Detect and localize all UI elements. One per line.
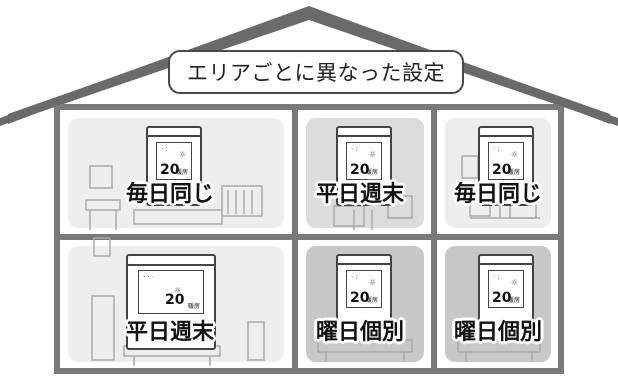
temperature-value: 20: [350, 290, 370, 306]
sun-icon: ☼: [510, 278, 518, 287]
room-label-upper-center: 平日週末: [316, 182, 405, 207]
mode-text: 暖房: [507, 297, 520, 304]
mode-text: 暖房: [365, 297, 378, 304]
temperature-value: 20: [492, 162, 512, 178]
wall-divider-2: [431, 110, 437, 368]
sun-icon: ☼: [173, 286, 181, 295]
mode-text: 暖房: [187, 303, 200, 310]
temperature-value: 20: [165, 292, 185, 308]
thermostat-screen: · : ☼ 20 暖房: [488, 270, 524, 308]
sun-icon: ☼: [368, 150, 376, 159]
thermostat-device: · : ☼ 20 暖房: [336, 126, 392, 206]
thermostat-screen: · : ☼ 20 暖房: [346, 270, 382, 308]
thermostat-device: · : ☼ 20 暖房: [146, 126, 202, 206]
thermostat-device: · : ☼ 20 暖房: [336, 254, 392, 334]
mode-text: 暖房: [507, 169, 520, 176]
title-banner: エリアごとに異なった設定: [168, 50, 464, 94]
sun-icon: ☼: [368, 278, 376, 287]
thermostat-screen: · : ☼ 20 暖房: [488, 142, 524, 180]
thermostat-device: · · · ☼ 20 暖房: [126, 254, 216, 350]
sun-icon: ☼: [178, 150, 186, 159]
temperature-value: 20: [492, 290, 512, 306]
room-label-lower-left: 平日週末: [126, 320, 215, 345]
mode-text: 暖房: [175, 169, 188, 176]
room-label-upper-left: 毎日同じ: [126, 182, 215, 207]
wall-divider-1: [292, 110, 298, 368]
temperature-value: 20: [160, 162, 180, 178]
room-label-lower-center: 曜日個別: [316, 320, 405, 345]
thermostat-screen: · : ☼ 20 暖房: [156, 142, 192, 180]
title-text: エリアごとに異なった設定: [187, 61, 445, 85]
temperature-value: 20: [350, 162, 370, 178]
floor-divider: [60, 234, 558, 240]
thermostat-screen: · : ☼ 20 暖房: [346, 142, 382, 180]
room-label-lower-right: 曜日個別: [454, 320, 543, 345]
thermostat-device: · : ☼ 20 暖房: [478, 254, 534, 334]
mode-text: 暖房: [365, 169, 378, 176]
thermostat-screen: · · · ☼ 20 暖房: [138, 270, 204, 314]
sun-icon: ☼: [510, 150, 518, 159]
room-label-upper-right: 毎日同じ: [454, 182, 543, 207]
thermostat-device: · : ☼ 20 暖房: [478, 126, 534, 206]
